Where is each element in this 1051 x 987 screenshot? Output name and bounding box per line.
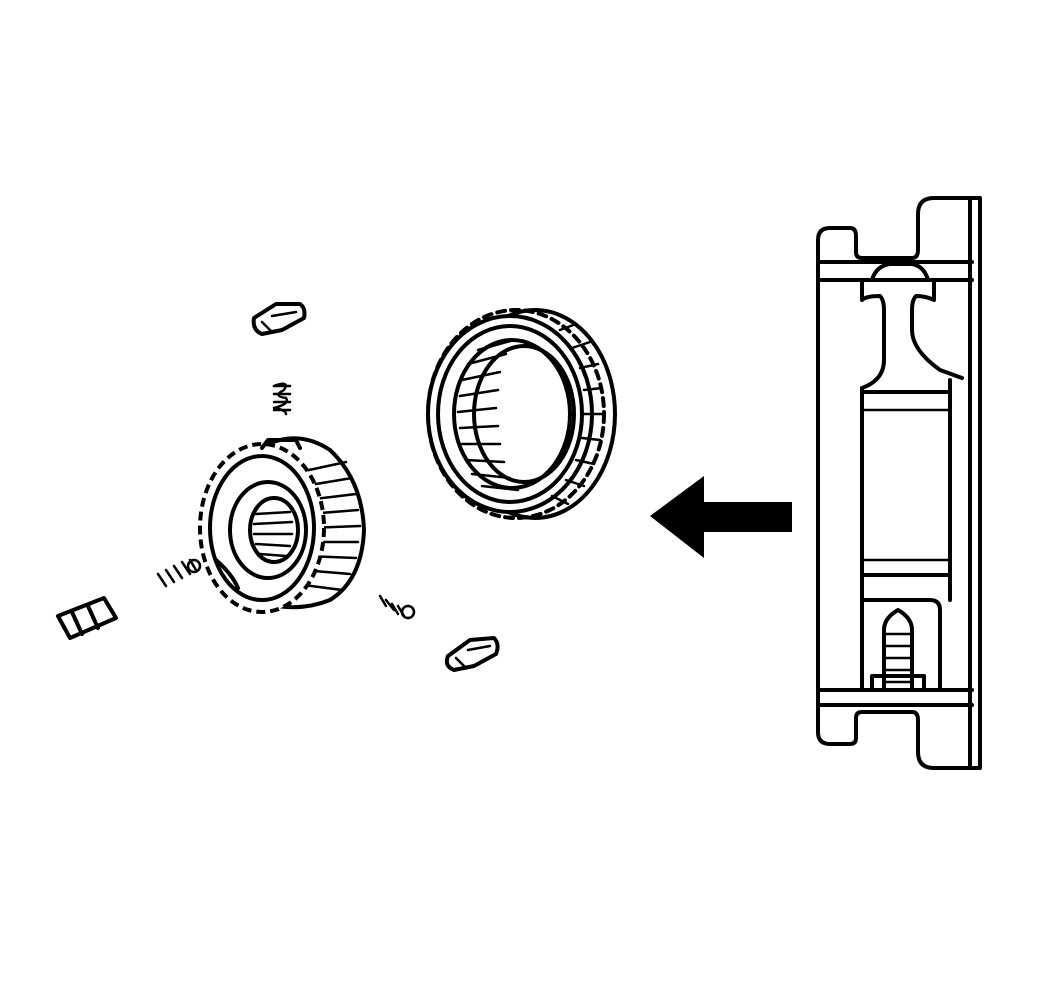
- spring-top: [272, 382, 292, 416]
- hub-center-splines: [252, 510, 294, 558]
- gear-shaft-assembly: [816, 196, 982, 770]
- spring-right: [378, 594, 416, 620]
- sleeve-outer-teeth: [550, 322, 604, 506]
- insert-key-bottom: [444, 636, 500, 672]
- sleeve-inner-splines: [456, 338, 520, 492]
- synchronizer-hub: [198, 436, 366, 614]
- direction-arrow: [650, 476, 792, 558]
- insert-key-top: [251, 302, 307, 336]
- insert-key-left: [56, 596, 118, 640]
- synchronizer-sleeve: [426, 308, 617, 520]
- spring-left: [156, 558, 202, 588]
